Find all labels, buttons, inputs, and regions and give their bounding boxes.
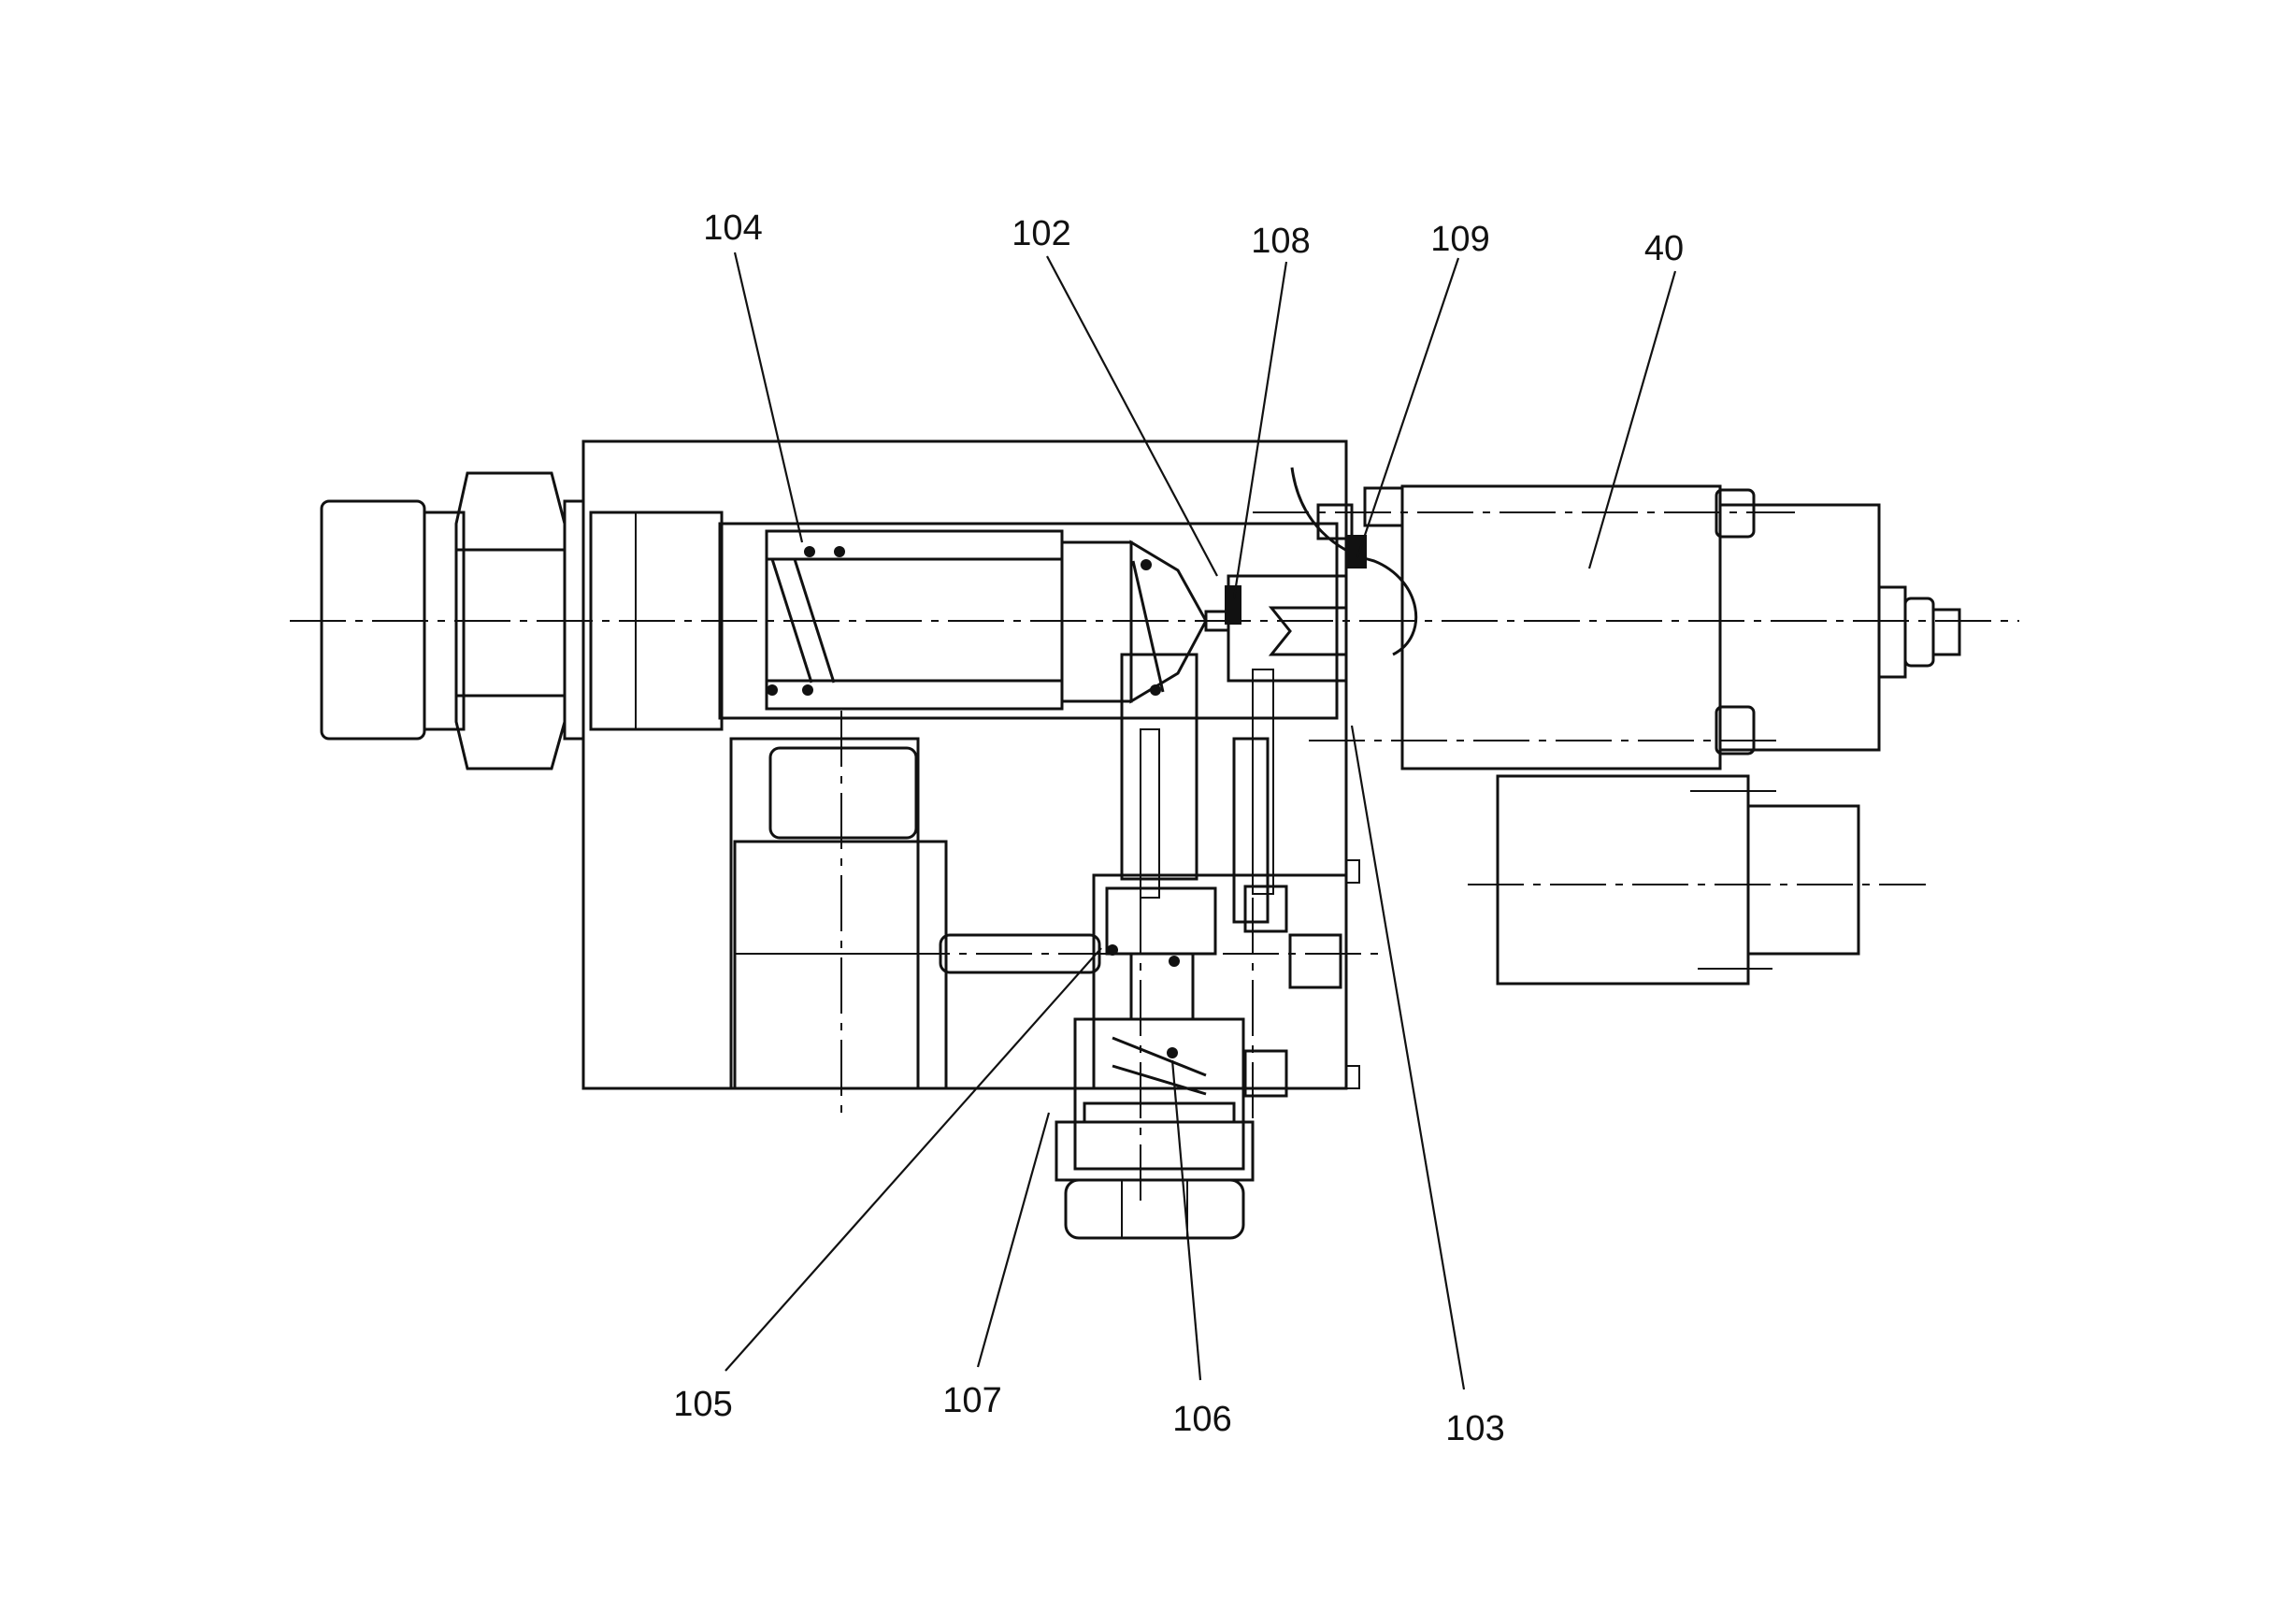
label-106: 106 [1172, 1400, 1231, 1439]
label-40: 40 [1644, 229, 1684, 268]
label-109: 109 [1430, 220, 1489, 259]
label-107: 107 [942, 1381, 1001, 1420]
label-108: 108 [1251, 222, 1310, 261]
seat-area [1225, 467, 1418, 683]
label-103: 103 [1445, 1409, 1504, 1448]
label-102: 102 [1012, 214, 1070, 253]
electrical-connector [1496, 774, 1860, 986]
valve-body [581, 439, 1348, 1090]
solenoid-40 [1363, 484, 1961, 770]
leader-lines [725, 252, 1677, 1390]
label-105: 105 [673, 1385, 732, 1424]
centerlines [290, 511, 2019, 1206]
reference-labels: 104 102 108 109 40 105 107 106 103 [673, 209, 1684, 1448]
check-valve-assembly [1055, 886, 1255, 1240]
label-104: 104 [703, 209, 762, 248]
cross-passage [939, 728, 1270, 974]
right-channel [1243, 669, 1360, 1098]
